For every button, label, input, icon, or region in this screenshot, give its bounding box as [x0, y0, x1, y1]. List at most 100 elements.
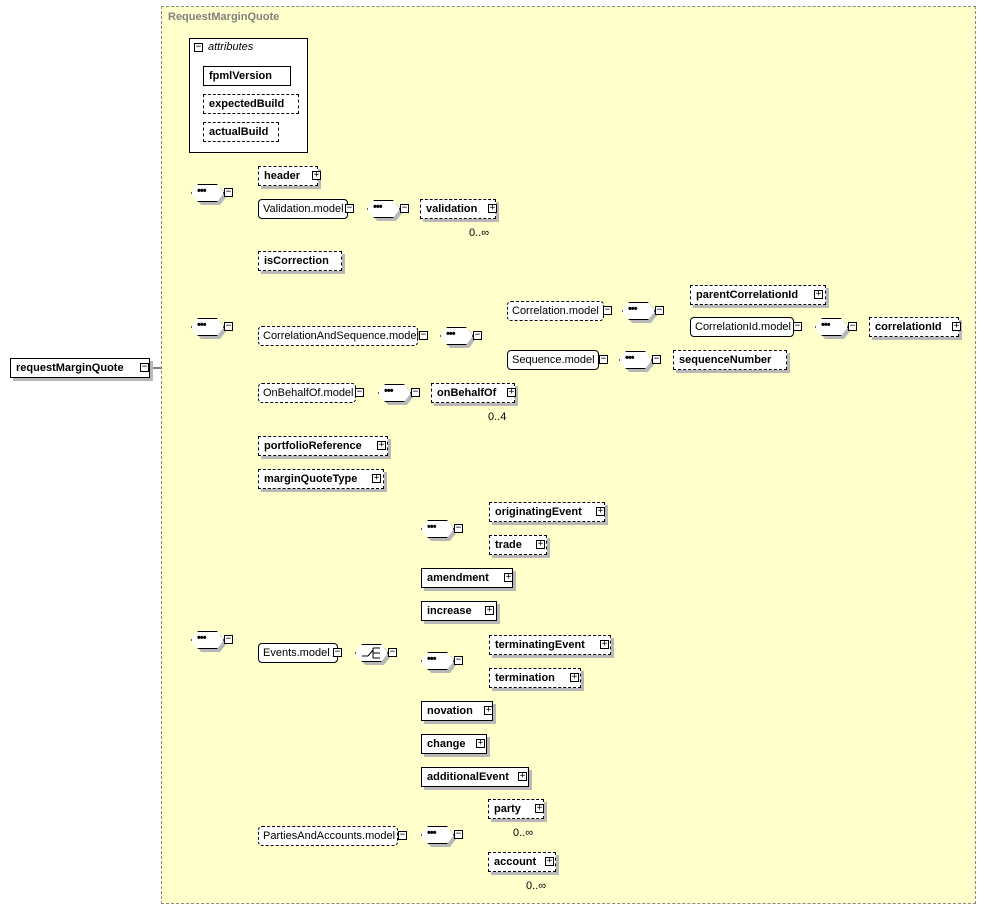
collapse-sequence-3-button[interactable]: − [224, 634, 233, 644]
collapse-sequence-1-button[interactable]: − [224, 187, 233, 197]
sequence-validation[interactable] [367, 200, 400, 218]
attribute-actualBuild[interactable]: actualBuild [203, 122, 279, 142]
root-element[interactable]: requestMarginQuote [10, 358, 150, 378]
group-correlationId-model[interactable]: CorrelationId.model [690, 317, 794, 337]
element-parentCorrelationId-label: parentCorrelationId [696, 289, 799, 301]
collapse-events-model-button[interactable]: − [333, 647, 342, 657]
element-account[interactable]: account [488, 852, 556, 872]
element-isCorrection[interactable]: isCorrection [258, 251, 342, 271]
expand-party-button[interactable]: + [535, 803, 544, 813]
expand-additionalEvent-button[interactable]: + [518, 771, 527, 781]
element-marginQuoteType[interactable]: marginQuoteType [258, 469, 384, 489]
collapse-events-choice-button[interactable]: − [388, 647, 397, 657]
group-events-model-label: Events.model [263, 647, 330, 659]
element-onBehalfOf[interactable]: onBehalfOf [431, 383, 515, 403]
collapse-cas-sequence-button[interactable]: − [473, 330, 482, 340]
collapse-terminating-sequence-button[interactable]: − [454, 655, 463, 665]
expand-correlationId-button[interactable]: + [952, 321, 961, 331]
element-change[interactable]: change [421, 734, 487, 754]
element-terminatingEvent[interactable]: terminatingEvent [489, 635, 611, 655]
element-header-label: header [264, 170, 301, 182]
element-novation[interactable]: novation [421, 701, 493, 721]
collapse-root-button[interactable]: − [140, 362, 149, 372]
element-onBehalfOf-label: onBehalfOf [437, 387, 497, 399]
expand-marginQuoteType-button[interactable]: + [372, 473, 381, 483]
collapse-correlationId-sequence-button[interactable]: − [848, 321, 857, 331]
collapse-originating-sequence-button[interactable]: − [454, 523, 463, 533]
group-validation-model[interactable]: Validation.model [258, 199, 348, 219]
element-terminatingEvent-label: terminatingEvent [495, 639, 585, 651]
expand-trade-button[interactable]: + [536, 539, 545, 549]
element-termination[interactable]: termination [489, 668, 581, 688]
collapse-correlation-model-button[interactable]: − [603, 305, 612, 315]
element-header[interactable]: header [258, 166, 318, 186]
collapse-correlationId-model-button[interactable]: − [793, 321, 802, 331]
expand-validation-button[interactable]: + [488, 203, 497, 213]
expand-change-button[interactable]: + [476, 738, 485, 748]
element-sequenceNumber-label: sequenceNumber [679, 354, 772, 366]
collapse-validation-model-button[interactable]: − [345, 203, 354, 213]
group-onBehalfOf-model[interactable]: OnBehalfOf.model [258, 383, 356, 403]
collapse-onBehalfOf-sequence-button[interactable]: − [411, 387, 420, 397]
element-correlationId[interactable]: correlationId [869, 317, 959, 337]
group-parties-and-accounts-model[interactable]: PartiesAndAccounts.model [258, 826, 398, 846]
group-correlation-and-sequence-model[interactable]: CorrelationAndSequence.model [258, 326, 419, 346]
collapse-sequenceNumber-sequence-button[interactable]: − [652, 354, 661, 364]
element-sequenceNumber[interactable]: sequenceNumber [673, 350, 787, 370]
element-trade[interactable]: trade [489, 535, 547, 555]
collapse-parties-sequence-button[interactable]: − [454, 829, 463, 839]
sequence-icon: ••• [373, 201, 383, 213]
collapse-onBehalfOf-model-button[interactable]: − [355, 387, 364, 397]
element-increase[interactable]: increase [421, 601, 497, 621]
element-additionalEvent[interactable]: additionalEvent [421, 767, 529, 787]
group-events-model[interactable]: Events.model [258, 643, 338, 663]
expand-portfolioReference-button[interactable]: + [377, 440, 386, 450]
collapse-cas-model-button[interactable]: − [419, 330, 428, 340]
sequence-sequenceNumber[interactable] [619, 351, 652, 369]
sequence-terminating[interactable] [421, 652, 454, 670]
sequence-onBehalfOf[interactable] [378, 384, 411, 402]
expand-increase-button[interactable]: + [485, 605, 494, 615]
sequence-correlationId[interactable] [815, 318, 848, 336]
element-parentCorrelationId[interactable]: parentCorrelationId [690, 285, 826, 305]
expand-onBehalfOf-button[interactable]: + [507, 387, 516, 397]
element-validation-label: validation [426, 203, 478, 215]
sequence-compositor-3[interactable] [191, 631, 224, 649]
sequence-originating[interactable] [421, 520, 454, 538]
sequence-compositor-1[interactable] [191, 184, 224, 202]
sequence-cas[interactable] [440, 327, 473, 345]
element-validation[interactable]: validation [420, 199, 496, 219]
expand-terminatingEvent-button[interactable]: + [600, 639, 609, 649]
collapse-sequence-2-button[interactable]: − [224, 321, 233, 331]
expand-amendment-button[interactable]: + [504, 572, 513, 582]
element-originatingEvent[interactable]: originatingEvent [489, 502, 605, 522]
party-cardinality: 0..∞ [513, 827, 534, 839]
collapse-validation-sequence-button[interactable]: − [400, 203, 409, 213]
collapse-sequence-model-button[interactable]: − [599, 354, 608, 364]
complex-type-title: RequestMarginQuote [168, 11, 280, 23]
element-portfolioReference-label: portfolioReference [264, 440, 362, 452]
collapse-correlation-sequence-button[interactable]: − [655, 305, 664, 315]
attribute-expectedBuild[interactable]: expectedBuild [203, 94, 299, 114]
element-isCorrection-label: isCorrection [264, 255, 329, 267]
element-amendment-label: amendment [427, 572, 489, 584]
expand-parentCorrelationId-button[interactable]: + [814, 289, 823, 299]
collapse-parties-model-button[interactable]: − [398, 830, 407, 840]
collapse-attributes-button[interactable]: − [194, 42, 203, 52]
expand-novation-button[interactable]: + [484, 705, 493, 715]
attribute-fpmlVersion[interactable]: fpmlVersion [203, 66, 291, 86]
sequence-correlation[interactable] [622, 302, 655, 320]
group-sequence-model[interactable]: Sequence.model [507, 350, 599, 370]
expand-termination-button[interactable]: + [570, 672, 579, 682]
choice-icon [362, 647, 380, 659]
sequence-compositor-2[interactable] [191, 318, 224, 336]
expand-header-button[interactable]: + [312, 170, 321, 180]
element-portfolioReference[interactable]: portfolioReference [258, 436, 388, 456]
element-amendment[interactable]: amendment [421, 568, 513, 588]
sequence-parties[interactable] [421, 826, 454, 844]
element-party[interactable]: party [488, 799, 544, 819]
group-correlation-model-label: Correlation.model [512, 305, 599, 317]
expand-originatingEvent-button[interactable]: + [596, 506, 605, 516]
group-correlation-model[interactable]: Correlation.model [507, 301, 604, 321]
expand-account-button[interactable]: + [545, 856, 554, 866]
